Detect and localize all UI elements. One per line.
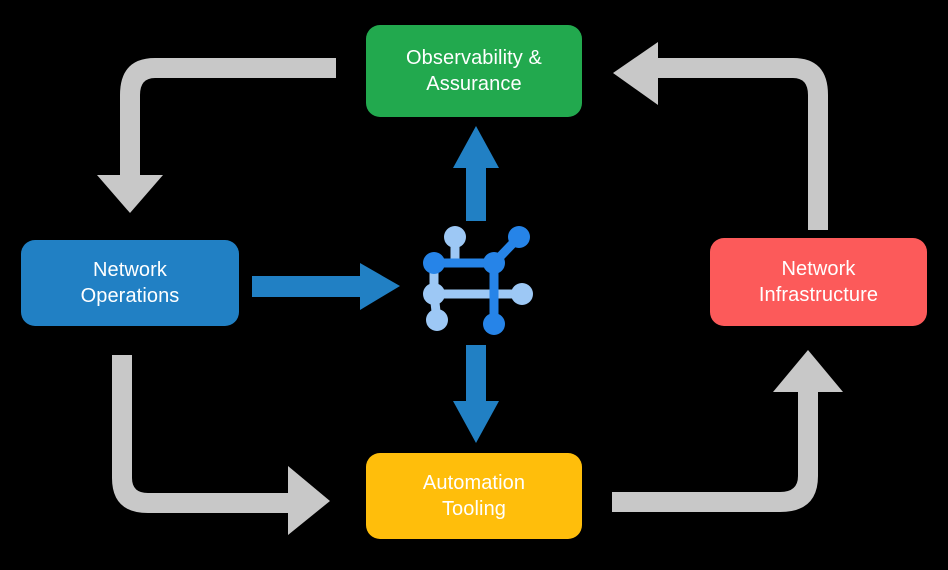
node-observability-assurance[interactable]: Observability & Assurance (366, 25, 582, 117)
icon-light-nodes (423, 226, 533, 331)
blue-arrow-hub-to-automation (453, 345, 499, 443)
gray-arrow-observability-to-netops (97, 58, 336, 213)
gray-arrow-netops-to-automation (112, 355, 330, 535)
gray-arrow-automation-to-netinfra (612, 350, 843, 512)
icon-dark-nodes (423, 226, 530, 335)
gray-arrow-netinfra-to-observability (613, 42, 828, 230)
node-network-operations-label: Network Operations (80, 258, 180, 307)
blue-arrow-hub-to-observability (453, 126, 499, 221)
blue-arrow-netops-to-hub (252, 263, 400, 310)
node-network-operations[interactable]: Network Operations (21, 240, 239, 326)
node-automation-tooling-label: Automation Tooling (422, 471, 526, 520)
network-topology-icon (423, 226, 533, 335)
node-network-infrastructure-label: Network Infrastructure (758, 257, 879, 306)
icon-dark-links (429, 232, 524, 329)
node-observability-label: Observability & Assurance (406, 46, 542, 95)
node-automation-tooling[interactable]: Automation Tooling (366, 453, 582, 539)
node-network-infrastructure[interactable]: Network Infrastructure (710, 238, 927, 326)
